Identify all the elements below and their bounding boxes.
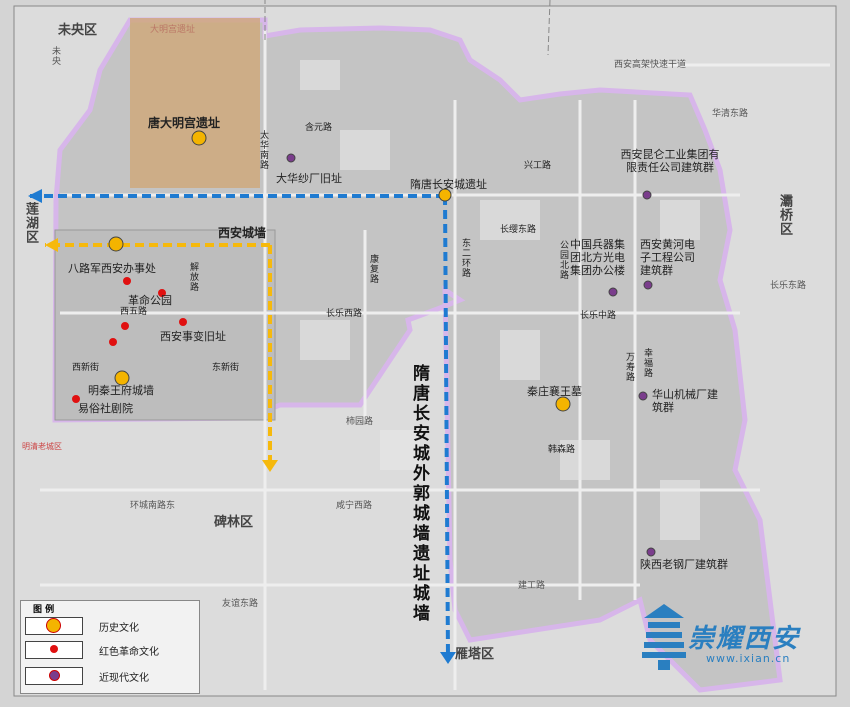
legend-title: 图 例 — [33, 605, 55, 615]
city-wall-label: 西安城墙 — [218, 226, 267, 240]
area-label: 明清老城区 — [22, 442, 62, 451]
legend-item: 红色革命文化 — [25, 641, 195, 659]
road-label: 长乐东路 — [770, 281, 807, 291]
road-label: 东二环路 — [460, 238, 470, 278]
road-label: 华清东路 — [712, 109, 749, 119]
road-label: 万寿路 — [624, 352, 634, 382]
site-label: 秦庄襄王墓 — [527, 385, 582, 398]
road-label: 幸福路 — [642, 348, 652, 378]
site-label: 唐大明宫遗址 — [148, 116, 221, 130]
site-label: 中国兵器集团北方光电集团办公楼 — [570, 238, 625, 277]
road-label: 西安高架快速干道 — [614, 60, 687, 70]
site-label: 大华纱厂旧址 — [276, 172, 342, 185]
road-label: 含元路 — [305, 123, 333, 133]
site-label: 西安黄河电子工程公司建筑群 — [640, 238, 695, 277]
site-label: 八路军西安办事处 — [68, 262, 156, 275]
road-label: 东新街 — [212, 363, 240, 373]
road-label: 太华南路 — [258, 130, 268, 170]
site-label: 易俗社剧院 — [78, 402, 133, 415]
area-label: 大明宫遗址 — [150, 25, 196, 35]
logo-url: www.ixian.cn — [706, 652, 791, 665]
logo-text: 崇耀西安 — [688, 624, 801, 654]
road-label: 环城南路东 — [130, 501, 176, 511]
road-label: 咸宁西路 — [336, 501, 373, 511]
site-label: 革命公园 — [128, 294, 172, 307]
road-label: 韩森路 — [548, 445, 576, 455]
district-label: 雁塔区 — [455, 647, 495, 662]
district-label: 灞桥区 — [777, 194, 792, 236]
legend-item: 近现代文化 — [25, 667, 195, 685]
site-label: 华山机械厂建筑群 — [652, 388, 718, 414]
road-label: 公园北路 — [558, 240, 568, 280]
road-label: 西新街 — [72, 363, 100, 373]
road-label: 西五路 — [120, 307, 148, 317]
route-city-wall — [45, 243, 272, 462]
road-label: 解放路 — [188, 262, 198, 292]
site-label: 明秦王府城墙 — [88, 384, 154, 397]
logo: 崇耀西安 www.ixian.cn — [640, 602, 840, 674]
road-label: 建工路 — [518, 581, 546, 591]
site-label: 西安事变旧址 — [160, 330, 226, 343]
road-label: 未央 — [50, 46, 60, 66]
modern-dot-icon — [49, 670, 60, 681]
site-label: 陕西老钢厂建筑群 — [640, 558, 728, 571]
pagoda-icon — [642, 604, 686, 670]
outer-wall-label: 隋唐长安城外郭城墙遗址城墙 — [409, 364, 429, 624]
route-outer-wall — [30, 194, 450, 659]
road-label: 康复路 — [368, 254, 378, 284]
district-label: 未央区 — [58, 23, 98, 38]
site-label: 西安昆仑工业集团有限责任公司建筑群 — [620, 148, 720, 174]
road-label: 长缨东路 — [500, 225, 537, 235]
road-label: 柿园路 — [346, 417, 374, 427]
red-dot-icon — [50, 645, 58, 653]
district-label: 莲湖区 — [23, 202, 38, 244]
road-label: 友谊东路 — [222, 599, 259, 609]
district-label: 碑林区 — [214, 515, 254, 530]
legend-item: 历史文化 — [25, 617, 195, 635]
road-label: 长乐西路 — [326, 309, 363, 319]
road-label: 长乐中路 — [580, 311, 617, 321]
history-icon — [46, 618, 61, 633]
road-label: 兴工路 — [524, 161, 552, 171]
legend: 图 例 历史文化 红色革命文化 近现代文化 — [20, 600, 200, 694]
site-label: 隋唐长安城遗址 — [410, 178, 487, 191]
